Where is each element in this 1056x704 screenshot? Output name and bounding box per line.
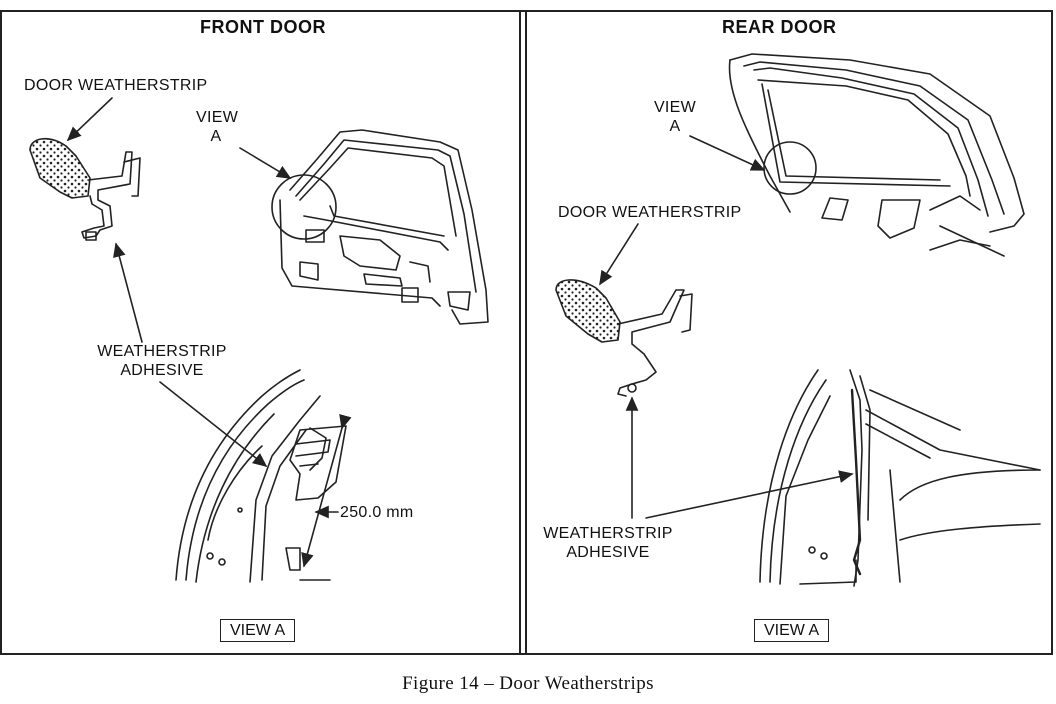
rear-view-a-callout-line2: A [669, 118, 681, 135]
rear-weatherstrip-section [555, 279, 693, 397]
rear-view-a-callout-line1: VIEW [653, 99, 697, 116]
front-view-a-box: VIEW A [220, 619, 296, 642]
panel-divider [519, 10, 527, 655]
front-view-a-callout-line1: VIEW [196, 109, 239, 126]
front-dimension-label: 250.0 mm [340, 504, 414, 521]
rear-view-a-callout: VIEW A [650, 98, 700, 136]
rear-door-weatherstrip-label: DOOR WEATHERSTRIP [558, 204, 742, 221]
front-door-weatherstrip-label: DOOR WEATHERSTRIP [24, 77, 208, 94]
front-view-a-callout-line2: A [210, 128, 222, 145]
front-adhesive-arrow-upper [113, 242, 143, 343]
front-view-a-detail [175, 369, 352, 583]
front-adhesive-label-line1: WEATHERSTRIP [97, 343, 227, 360]
rear-view-a-arrow [689, 135, 766, 171]
front-door-drawing [271, 129, 489, 325]
rear-view-a-detail [759, 369, 1041, 587]
rear-adhesive-arrow-lower [645, 470, 854, 519]
front-door-title: FRONT DOOR [200, 17, 326, 37]
front-adhesive-arrow-lower [159, 381, 268, 467]
front-view-a-arrow [239, 147, 292, 179]
front-weatherstrip-arrow [66, 97, 113, 142]
rear-weatherstrip-arrow [599, 223, 639, 286]
rear-adhesive-label-line2: ADHESIVE [566, 544, 650, 561]
figure-caption: Figure 14 – Door Weatherstrips [402, 673, 654, 694]
rear-door-title: REAR DOOR [722, 17, 837, 37]
front-adhesive-label: WEATHERSTRIP ADHESIVE [96, 342, 228, 380]
rear-door-drawing [728, 53, 1025, 257]
front-view-a-callout: VIEW A [196, 108, 239, 146]
rear-view-a-box: VIEW A [754, 619, 830, 642]
front-adhesive-label-line2: ADHESIVE [120, 362, 204, 379]
front-weatherstrip-section [29, 138, 141, 241]
rear-adhesive-label-line1: WEATHERSTRIP [543, 525, 673, 542]
rear-adhesive-label: WEATHERSTRIP ADHESIVE [542, 524, 674, 562]
